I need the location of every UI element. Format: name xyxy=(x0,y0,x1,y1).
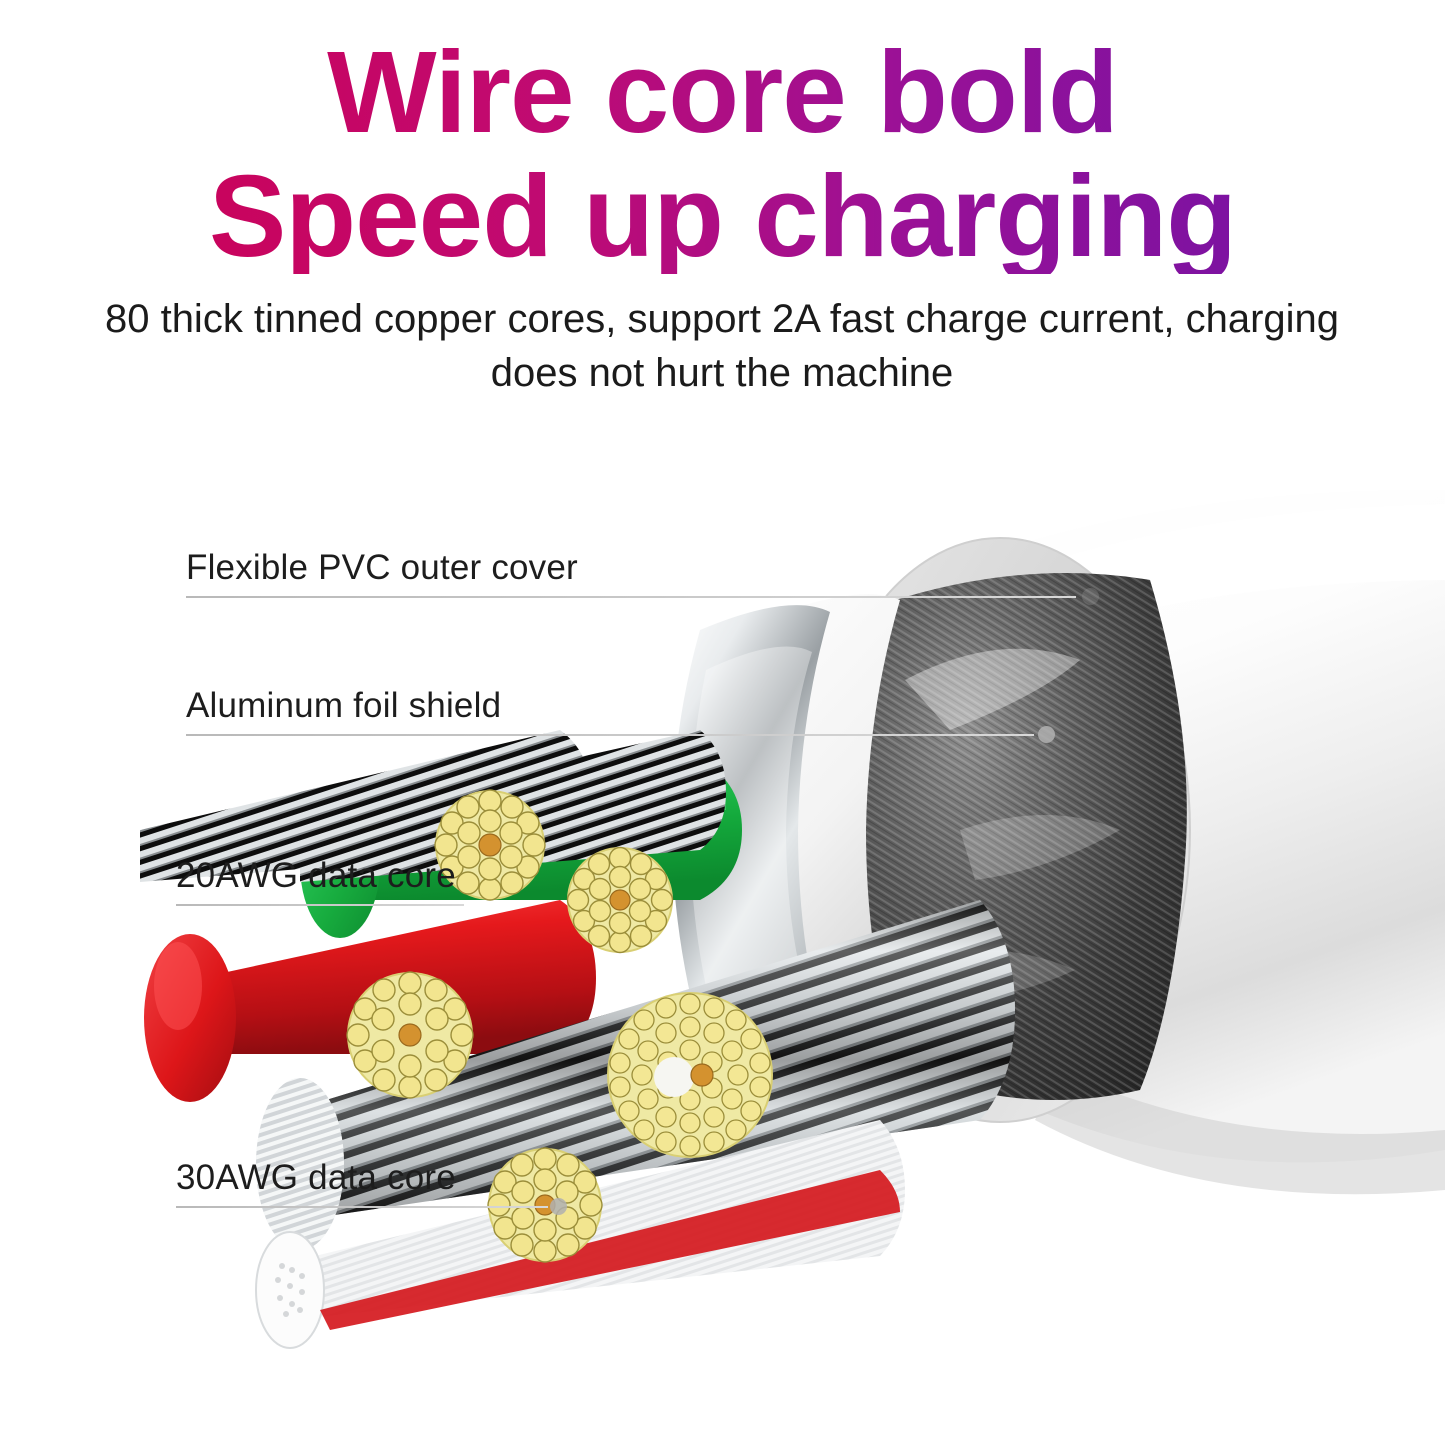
leader-endpoint-dot-foil xyxy=(1038,726,1055,743)
copper-cross-section-lower-left xyxy=(487,1147,603,1263)
leader-endpoint-dot-30awg xyxy=(550,1198,567,1215)
callout-label-foil: Aluminum foil shield xyxy=(186,686,502,725)
leader-line-pvc xyxy=(186,596,1076,598)
callout-label-30awg: 30AWG data core xyxy=(176,1158,456,1197)
headline-block: Wire core bold Speed up charging xyxy=(0,34,1445,274)
leader-endpoint-dot-pvc xyxy=(1082,588,1099,605)
callout-label-20awg: 20AWG data core xyxy=(176,856,456,895)
cable-cutaway-svg xyxy=(140,489,1445,1349)
copper-cross-section-upper-mid xyxy=(566,846,674,954)
copper-cross-section-top-left xyxy=(434,789,546,901)
chrome-shield-ring xyxy=(672,605,830,1060)
leader-line-30awg xyxy=(176,1206,548,1208)
headline-line-2: Speed up charging xyxy=(0,158,1445,274)
red-lower-sliver xyxy=(320,1170,900,1330)
headline-line-1: Wire core bold xyxy=(0,34,1445,156)
subtitle-text: 80 thick tinned copper cores, support 2A… xyxy=(104,297,1340,395)
leader-line-foil xyxy=(186,734,1034,736)
callout-label-pvc: Flexible PVC outer cover xyxy=(186,548,578,587)
copper-cross-section-large-center xyxy=(607,992,773,1158)
copper-cross-section-left-mid xyxy=(346,971,474,1099)
cable-illustration xyxy=(0,430,1445,1370)
leader-line-20awg xyxy=(176,904,464,906)
